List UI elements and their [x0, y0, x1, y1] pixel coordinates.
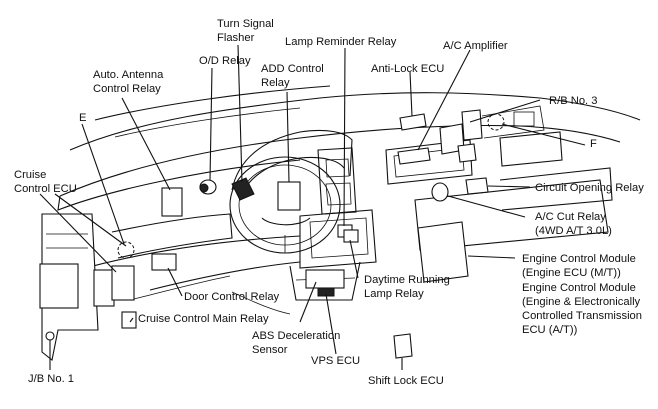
label-anti-lock-ecu: Anti-Lock ECU: [371, 63, 444, 75]
label-add-control-relay-1: ADD Control: [261, 63, 324, 75]
components: [39, 105, 545, 361]
engine-control-module: [417, 221, 469, 283]
labels: Turn Signal Flasher Lamp Reminder Relay …: [14, 18, 644, 387]
label-e: E: [79, 112, 86, 124]
label-ecm-5: Controlled Transmission: [522, 310, 642, 322]
auto-antenna-control-relay: [161, 187, 183, 217]
add-control-relay: [277, 181, 301, 211]
label-drl-2: Lamp Relay: [364, 288, 424, 300]
ac-cut-relay: [431, 182, 449, 202]
label-turn-signal-flasher-2: Flasher: [217, 32, 255, 44]
label-ecm-2: (Engine ECU (M/T)): [522, 267, 621, 279]
label-ac-cut-relay-1: A/C Cut Relay: [535, 211, 606, 223]
anti-lock-ecu: [399, 113, 427, 131]
label-drl-1: Daytime Running: [364, 274, 450, 286]
daytime-running-lamp-relay: [343, 229, 359, 243]
label-cruise-control-ecu-2: Control ECU: [14, 183, 77, 195]
label-abs-deceleration-2: Sensor: [252, 344, 288, 356]
connector-f-circle: [487, 113, 505, 131]
label-add-control-relay-2: Relay: [261, 77, 290, 89]
label-ac-cut-relay-2: (4WD A/T 3.0L): [535, 225, 612, 237]
cruise-control-main-relay: [121, 311, 137, 329]
label-jb-no1: J/B No. 1: [28, 373, 74, 385]
label-ecm-6: ECU (A/T)): [522, 324, 578, 336]
jb-no1-block: [39, 213, 115, 361]
label-cruise-control-ecu-1: Cruise: [14, 169, 46, 181]
label-f: F: [590, 138, 597, 150]
od-relay-detail: [199, 183, 209, 193]
leader-lines: [39, 44, 586, 370]
abs-deceleration-sensor: [305, 269, 345, 289]
label-ac-amplifier: A/C Amplifier: [443, 40, 508, 52]
label-cruise-control-main-relay: Cruise Control Main Relay: [138, 313, 269, 325]
label-od-relay: O/D Relay: [199, 55, 251, 67]
label-door-control-relay: Door Control Relay: [184, 291, 280, 303]
label-auto-antenna-2: Control Relay: [93, 83, 161, 95]
turn-signal-flasher: [231, 177, 255, 201]
label-ecm-1: Engine Control Module: [522, 253, 636, 265]
label-ecm-4: (Engine & Electronically: [522, 296, 641, 308]
label-turn-signal-flasher-1: Turn Signal: [217, 18, 274, 30]
label-shift-lock-ecu: Shift Lock ECU: [368, 375, 444, 387]
label-abs-deceleration-1: ABS Deceleration: [252, 330, 340, 342]
label-vps-ecu: VPS ECU: [311, 355, 360, 367]
label-lamp-reminder-relay: Lamp Reminder Relay: [285, 36, 397, 48]
cruise-control-ecu: [111, 265, 135, 301]
dashboard-drawing: [57, 85, 641, 315]
circuit-opening-relay: [465, 177, 489, 195]
label-auto-antenna-1: Auto. Antenna: [93, 69, 164, 81]
label-circuit-opening-relay: Circuit Opening Relay: [535, 182, 644, 194]
ac-amplifier: [397, 147, 431, 165]
shift-lock-ecu: [393, 333, 413, 359]
label-ecm-3: Engine Control Module: [522, 282, 636, 294]
label-rb-no3: R/B No. 3: [549, 95, 598, 107]
door-control-relay: [151, 253, 177, 271]
connector-e-circle: [117, 241, 135, 259]
rb-no3: [439, 105, 545, 163]
